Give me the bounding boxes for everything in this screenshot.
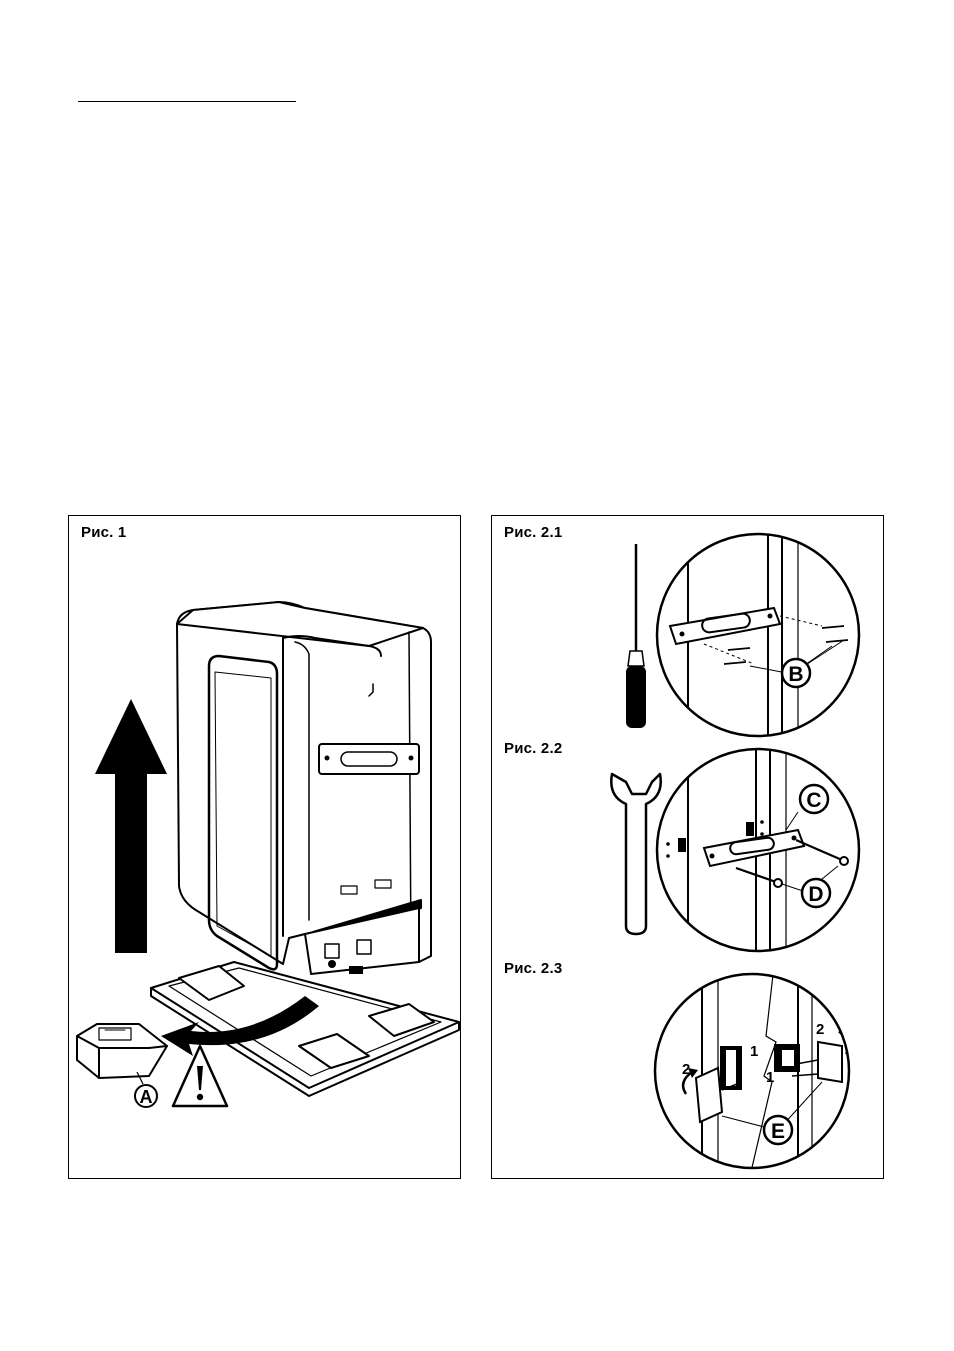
screwdriver-icon [626,544,646,728]
callout-e-label: E [771,1120,785,1143]
warning-triangle-icon [173,1046,227,1106]
wrench-icon [611,774,660,934]
callout-b: B [782,659,810,687]
callout-b-label: B [788,663,803,686]
figure-2-panel: Рис. 2.1 Рис. 2.2 Рис. 2.3 [491,515,884,1179]
step-1-right-label: 1 [766,1069,774,1086]
header-rule [78,101,296,102]
callout-d: D [802,879,830,907]
callout-d-label: D [808,883,823,906]
callout-c-label: C [806,789,821,812]
figure-2-illustration: B [492,516,885,1180]
step-2-left-label: 2 [682,1061,690,1078]
callout-a-label: A [140,1087,153,1107]
callout-e: E [764,1116,792,1144]
callout-c: C [800,785,828,813]
figure-1-panel: Рис. 1 [68,515,461,1179]
step-1-left-label: 1 [750,1043,758,1060]
step-2-right-label: 2 [816,1021,824,1038]
figure-1-illustration: A [69,516,462,1180]
up-arrow-icon [95,699,167,953]
